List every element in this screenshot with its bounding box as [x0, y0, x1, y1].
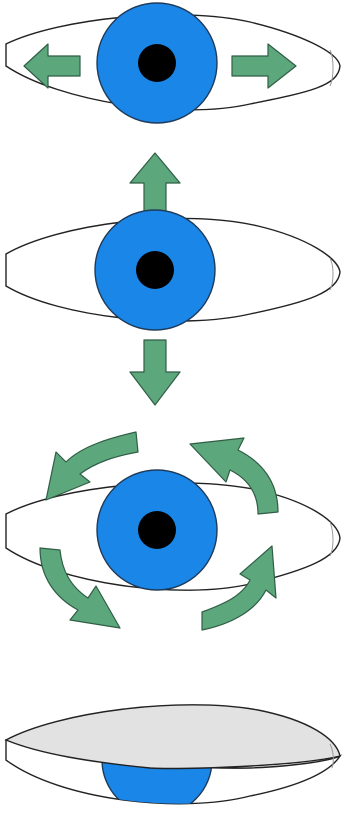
arrow-down — [130, 340, 180, 405]
arrow-up — [130, 153, 180, 213]
pupil — [138, 44, 176, 82]
panel-close-eyes — [6, 705, 340, 815]
pupil — [138, 511, 176, 549]
panel-look-left-right — [6, 3, 340, 123]
pupil — [136, 251, 174, 289]
panel-look-up-down — [6, 210, 340, 330]
panel-roll-eyes — [6, 432, 340, 630]
